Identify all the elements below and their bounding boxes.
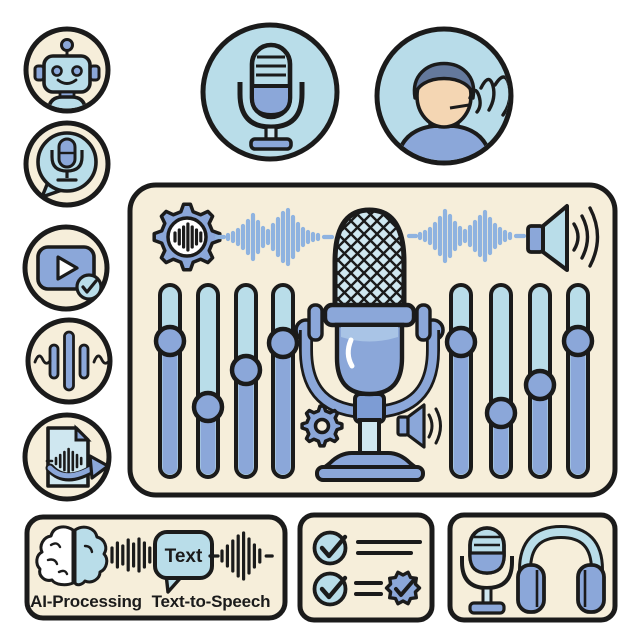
wave-mixer-left: [214, 207, 335, 267]
brain-icon: [35, 525, 109, 587]
slider-knob[interactable]: [561, 324, 595, 358]
microphone-speech-bubble-icon: [23, 120, 111, 208]
robot-antenna: [60, 38, 74, 52]
wave-mixer-right: [406, 208, 527, 264]
audio-file-export-icon: [22, 412, 112, 502]
mic-stem: [358, 418, 381, 458]
slider-knob[interactable]: [266, 326, 300, 360]
person-hair: [412, 62, 476, 100]
wave-brain: [110, 537, 164, 573]
slider-knob[interactable]: [191, 390, 225, 424]
badge-seal: [384, 570, 422, 606]
mic-band: [322, 302, 417, 328]
bubble-text: Text: [165, 546, 203, 567]
slider-fill: [570, 341, 586, 475]
play-icon: [56, 255, 79, 281]
monitoring-panel: [447, 512, 618, 623]
mic-neck: [353, 392, 386, 424]
checklist-panel: [297, 512, 435, 623]
slider-knob[interactable]: [484, 396, 518, 430]
slider-fill: [275, 343, 291, 475]
slider-knob[interactable]: [229, 353, 263, 387]
mic-bowl: [334, 322, 405, 397]
file-fold: [74, 424, 92, 442]
wave-gear-inner: [173, 222, 203, 252]
slider-fill: [532, 385, 548, 475]
small-gear-icon: [300, 404, 344, 448]
mixer-panel: [127, 182, 618, 498]
speaker-icon: [526, 204, 600, 272]
check-circle-1: [312, 530, 348, 566]
slider-knob[interactable]: [523, 368, 557, 402]
slider-knob[interactable]: [153, 324, 187, 358]
gear-hole: [313, 417, 331, 435]
slider-fill: [162, 341, 178, 475]
wave-doc: [45, 447, 83, 475]
robot-head: [42, 54, 92, 94]
slider-fill: [453, 342, 469, 475]
soundwave-icon: [25, 317, 113, 405]
studio-microphone: [294, 207, 445, 482]
verified-badge-icon: [384, 570, 422, 606]
ai-processing-label: AI-Processing: [30, 592, 142, 611]
ai-tts-panel: AI-Processing Text Text-to-Speech: [24, 514, 288, 621]
export-arrow: [88, 454, 110, 480]
robot-icon: [23, 26, 111, 114]
mic-base: [249, 137, 293, 151]
microphone-circle-icon: [200, 22, 340, 162]
mic-icon: [460, 526, 514, 615]
mic-base-plate: [315, 465, 425, 482]
slider-fill: [238, 370, 254, 475]
wave-tts: [208, 531, 274, 581]
speaking-person-icon: [374, 26, 514, 166]
small-speaker-icon: [396, 403, 442, 449]
slider-knob[interactable]: [444, 325, 478, 359]
mixer-sliders: [153, 283, 595, 479]
video-check-icon: [22, 224, 110, 312]
speech-waves: [468, 75, 509, 117]
check-circle: [75, 273, 103, 301]
headphones-icon: [516, 524, 606, 614]
check-circle-2: [312, 571, 348, 607]
text-to-speech-label: Text-to-Speech: [152, 592, 271, 611]
mic-grille: [332, 207, 407, 310]
slider-fill: [200, 407, 216, 475]
